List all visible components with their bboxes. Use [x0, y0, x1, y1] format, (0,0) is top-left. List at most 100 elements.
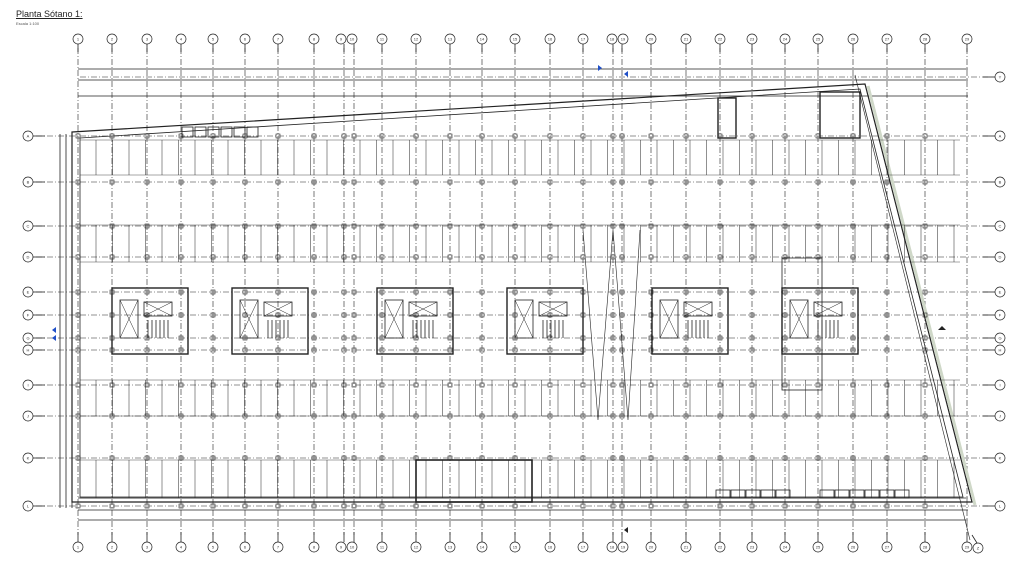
- grid-bubble: 27: [881, 33, 893, 52]
- column: [75, 289, 81, 295]
- column: [717, 312, 723, 318]
- storage-unit: [207, 126, 220, 138]
- room: [415, 459, 533, 503]
- column: [311, 179, 317, 185]
- column: [379, 312, 385, 318]
- grid-bubble: 25: [812, 33, 824, 52]
- column: [275, 347, 281, 353]
- grid-bubble: B: [983, 176, 1006, 188]
- grid-bubble-circle: [994, 286, 1006, 298]
- column: [479, 413, 485, 419]
- room: [781, 257, 823, 391]
- column: [379, 289, 385, 295]
- column: [683, 455, 689, 461]
- view-title: Planta Sótano 1:: [16, 9, 83, 19]
- grid-bubble-circle: [847, 541, 859, 553]
- column: [75, 455, 81, 461]
- column: [683, 413, 689, 419]
- column: [717, 223, 723, 229]
- grid-bubble: I: [22, 379, 45, 391]
- grid-bubble-circle: [476, 541, 488, 553]
- grid-bubble: 5: [207, 532, 219, 553]
- column: [610, 312, 616, 318]
- grid-bubble-circle: [22, 286, 34, 298]
- column: [144, 133, 150, 139]
- grid-bubble-label: 24: [783, 545, 788, 550]
- lobby-cross: [683, 301, 713, 317]
- column: [884, 254, 890, 260]
- grid-bubble-label: 27: [885, 37, 890, 42]
- grid-bubble: 21: [680, 33, 692, 52]
- grid-bubble-label: 21: [684, 545, 689, 550]
- grid-bubble-circle: [645, 33, 657, 45]
- elevator-shaft: [119, 299, 139, 339]
- column: [479, 382, 485, 388]
- storage-unit: [819, 489, 835, 499]
- core-wall: [506, 287, 584, 355]
- column: [717, 347, 723, 353]
- column: [782, 503, 788, 509]
- column: [210, 382, 216, 388]
- grid-bubble-label: 26: [851, 37, 856, 42]
- column: [178, 254, 184, 260]
- grid-bubble-label: 15: [513, 37, 518, 42]
- column: [922, 335, 928, 341]
- column: [379, 503, 385, 509]
- column: [210, 503, 216, 509]
- column: [341, 133, 347, 139]
- stair-core: [231, 287, 309, 355]
- column: [547, 223, 553, 229]
- column: [815, 254, 821, 260]
- grid-bubble-label: 7: [277, 37, 280, 42]
- column: [815, 455, 821, 461]
- column: [717, 254, 723, 260]
- core-wall: [376, 287, 454, 355]
- column: [178, 335, 184, 341]
- grid-bubble-circle: [606, 33, 618, 45]
- column: [782, 312, 788, 318]
- grid-bubble: 8: [308, 532, 320, 553]
- grid-bubble-label: 23: [750, 545, 755, 550]
- column: [275, 312, 281, 318]
- grid-bubble-circle: [346, 541, 358, 553]
- grid-bubble: 8: [308, 33, 320, 52]
- column: [782, 347, 788, 353]
- grid-bubble-circle: [410, 541, 422, 553]
- column: [648, 179, 654, 185]
- column: [683, 254, 689, 260]
- grid-bubble-label: A: [999, 134, 1002, 139]
- column: [648, 503, 654, 509]
- grid-bubble: 1: [72, 33, 84, 52]
- section-marker-icon: [624, 527, 628, 533]
- grid-bubble: 21: [680, 532, 692, 553]
- grid-bubble: A: [22, 130, 45, 142]
- grid-bubble-label: 22: [718, 37, 723, 42]
- column: [749, 289, 755, 295]
- grid-bubble-circle: [22, 379, 34, 391]
- column: [275, 455, 281, 461]
- grid-bubble: 18: [606, 532, 618, 553]
- column: [413, 254, 419, 260]
- grid-bubble-circle: [812, 541, 824, 553]
- column: [717, 179, 723, 185]
- grid-bubble-label: D: [999, 255, 1002, 260]
- column: [547, 335, 553, 341]
- column: [75, 133, 81, 139]
- grid-bubble-label: J: [27, 414, 29, 419]
- column: [479, 312, 485, 318]
- column: [619, 289, 625, 295]
- column: [413, 179, 419, 185]
- grid-bubble-circle: [106, 541, 118, 553]
- column: [178, 347, 184, 353]
- column: [351, 289, 357, 295]
- grid-bubble: 27: [881, 532, 893, 553]
- grid-bubble-circle: [577, 33, 589, 45]
- column: [815, 179, 821, 185]
- column: [782, 254, 788, 260]
- column: [648, 347, 654, 353]
- column: [109, 503, 115, 509]
- column: [815, 413, 821, 419]
- column: [351, 455, 357, 461]
- grid-bubble: 28: [919, 532, 931, 553]
- grid-bubble: 18: [606, 33, 618, 52]
